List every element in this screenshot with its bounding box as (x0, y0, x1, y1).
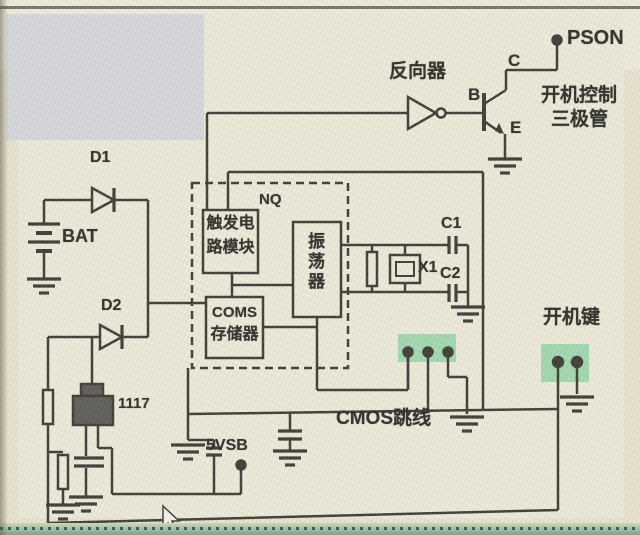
capacitor-c2-icon (447, 284, 458, 302)
diode-d2-icon (98, 322, 125, 352)
trigger-module-box (201, 208, 260, 275)
vsb-terminal-dot (235, 459, 247, 471)
ground-icon (169, 443, 207, 461)
power-key-label: 开机键 (543, 307, 601, 328)
power-control-label-line2: 三极管 (551, 109, 609, 130)
inverter-icon (406, 94, 447, 132)
powerkey-pin-dot (570, 355, 584, 369)
trigger-label-line2: 路模块 (206, 239, 255, 256)
ground-icon (44, 503, 82, 521)
emitter-label: E (510, 118, 522, 137)
c2-label: C2 (440, 265, 461, 282)
x1-label: X1 (418, 259, 438, 276)
coms-label-line1: COMS (212, 304, 257, 321)
collector-label: C (508, 51, 521, 70)
trigger-label-line1: 触发电 (206, 215, 255, 232)
c1-label: C1 (441, 215, 462, 232)
top-border-line (0, 6, 640, 9)
capacitor-icon (278, 429, 302, 441)
wires (25, 34, 596, 525)
jumper-pin-dot (442, 346, 454, 358)
power-control-label-line1: 开机控制 (541, 85, 618, 106)
regulator-label: 1117 (118, 395, 150, 412)
pson-terminal-dot (551, 34, 563, 46)
powerkey-pin-dot (551, 355, 565, 369)
capacitor-icon (206, 446, 222, 457)
inverter-label: 反向器 (389, 61, 447, 82)
ground-icon (25, 277, 63, 295)
top-left-panel (6, 14, 204, 140)
resistor-icon (56, 453, 70, 491)
oscillator-label: 振荡器 (305, 232, 324, 292)
ground-icon (558, 395, 596, 413)
base-label: B (468, 85, 481, 104)
ground-icon (449, 305, 487, 323)
d2-label: D2 (101, 297, 122, 314)
left-edge-shadow (0, 0, 8, 535)
bottom-dotted-line (0, 527, 640, 530)
diode-d1-icon (90, 185, 117, 215)
crystal-x1-icon (388, 253, 422, 285)
nq-module-outline (190, 181, 350, 370)
capacitor-c1-icon (447, 236, 458, 254)
battery-icon (28, 222, 60, 253)
capacitor-icon (74, 456, 104, 468)
transistor-icon (446, 44, 559, 158)
resistor-icon (365, 250, 379, 288)
pson-label: PSON (567, 27, 624, 49)
bat-label: BAT (62, 226, 98, 246)
jumper-pin-dot (422, 346, 434, 358)
jumper-pin-dot (402, 346, 414, 358)
regulator-1117-icon (71, 382, 115, 427)
nq-label: NQ (259, 191, 282, 208)
vsb-label: 5VSB (206, 437, 248, 454)
d1-label: D1 (90, 149, 111, 166)
ground-icon (448, 415, 486, 433)
coms-label-line2: 存储器 (210, 326, 259, 343)
resistor-icon (41, 388, 55, 426)
cmos-jumper-label: CMOS跳线 (336, 408, 432, 429)
ground-icon (271, 449, 309, 467)
ground-icon (486, 157, 524, 175)
